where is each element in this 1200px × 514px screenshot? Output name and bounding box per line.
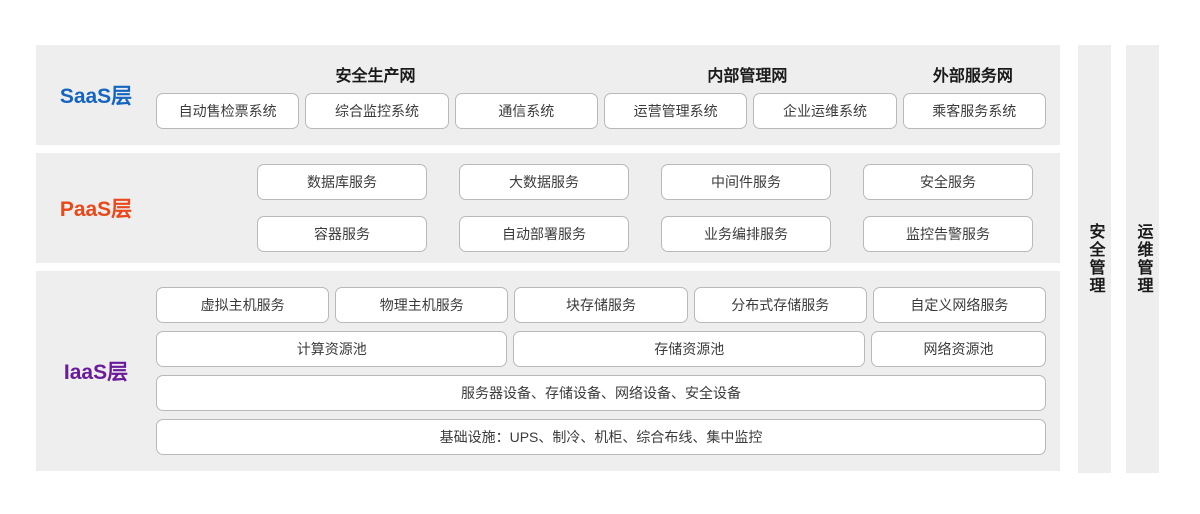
iaas-layer: IaaS层 虚拟主机服务 物理主机服务 块存储服务 分布式存储服务 自定义网络服… <box>36 271 1060 471</box>
side-panel-operations-management-label: 运维管理 <box>1134 223 1152 295</box>
network-header-internal: 内部管理网 <box>707 67 788 85</box>
paas-service-box[interactable]: 安全服务 <box>863 164 1033 200</box>
paas-service-box[interactable]: 中间件服务 <box>661 164 831 200</box>
layer-stack: SaaS层 安全生产网 内部管理网 外部服务网 自动售检票系统 综合监控系统 通… <box>36 45 1060 471</box>
resource-pool-network[interactable]: 网络资源池 <box>870 331 1046 367</box>
saas-layer-body: 安全生产网 内部管理网 外部服务网 自动售检票系统 综合监控系统 通信系统 运营… <box>156 62 1060 129</box>
paas-service-box[interactable]: 数据库服务 <box>257 164 427 200</box>
iaas-service-box[interactable]: 物理主机服务 <box>335 287 509 323</box>
network-header-production: 安全生产网 <box>335 67 416 85</box>
saas-system-box[interactable]: 运营管理系统 <box>603 92 748 129</box>
side-panel-security-management-label: 安全管理 <box>1086 223 1104 295</box>
iaas-resource-pool-row: 计算资源池 存储资源池 网络资源池 <box>156 331 1046 367</box>
iaas-service-row: 虚拟主机服务 物理主机服务 块存储服务 分布式存储服务 自定义网络服务 <box>156 287 1047 323</box>
saas-system-row: 自动售检票系统 综合监控系统 通信系统 运营管理系统 企业运维系统 乘客服务系统 <box>156 92 1046 129</box>
saas-network-headers: 安全生产网 内部管理网 外部服务网 <box>156 62 1046 86</box>
side-panel-operations-management[interactable]: 运维管理 <box>1126 45 1159 473</box>
saas-system-box[interactable]: 自动售检票系统 <box>156 92 300 129</box>
paas-layer-label: PaaS层 <box>59 198 133 221</box>
paas-layer: PaaS层 数据库服务 大数据服务 中间件服务 安全服务 容器服务 自动部署服务… <box>36 153 1060 263</box>
saas-layer-label: SaaS层 <box>59 85 133 108</box>
saas-system-box[interactable]: 乘客服务系统 <box>902 92 1046 129</box>
iaas-service-box[interactable]: 自定义网络服务 <box>872 287 1047 323</box>
paas-service-row-2: 容器服务 自动部署服务 业务编排服务 监控告警服务 <box>244 216 1046 252</box>
paas-layer-body: 数据库服务 大数据服务 中间件服务 安全服务 容器服务 自动部署服务 业务编排服… <box>156 164 1060 252</box>
iaas-infrastructure-row: 基础设施：UPS、制冷、机柜、综合布线、集中监控 <box>156 419 1046 455</box>
paas-service-box[interactable]: 业务编排服务 <box>661 216 831 252</box>
saas-layer: SaaS层 安全生产网 内部管理网 外部服务网 自动售检票系统 综合监控系统 通… <box>36 45 1060 145</box>
infrastructure-bar[interactable]: 基础设施：UPS、制冷、机柜、综合布线、集中监控 <box>156 419 1046 455</box>
paas-service-box[interactable]: 自动部署服务 <box>459 216 629 252</box>
iaas-service-box[interactable]: 分布式存储服务 <box>693 287 867 323</box>
iaas-service-box[interactable]: 块存储服务 <box>514 287 688 323</box>
network-header-external: 外部服务网 <box>932 67 1013 85</box>
saas-system-box[interactable]: 通信系统 <box>454 92 598 129</box>
device-bar[interactable]: 服务器设备、存储设备、网络设备、安全设备 <box>156 375 1046 411</box>
side-panel-security-management[interactable]: 安全管理 <box>1078 45 1111 473</box>
resource-pool-compute[interactable]: 计算资源池 <box>156 331 508 367</box>
iaas-device-row: 服务器设备、存储设备、网络设备、安全设备 <box>156 375 1046 411</box>
paas-service-box[interactable]: 大数据服务 <box>459 164 629 200</box>
iaas-service-box[interactable]: 虚拟主机服务 <box>156 287 330 323</box>
iaas-layer-label: IaaS层 <box>63 361 129 384</box>
paas-service-grid: 数据库服务 大数据服务 中间件服务 安全服务 容器服务 自动部署服务 业务编排服… <box>156 164 1046 252</box>
saas-system-box[interactable]: 企业运维系统 <box>753 92 897 129</box>
paas-service-row-1: 数据库服务 大数据服务 中间件服务 安全服务 <box>244 164 1046 200</box>
paas-service-box[interactable]: 监控告警服务 <box>863 216 1033 252</box>
paas-service-box[interactable]: 容器服务 <box>257 216 427 252</box>
saas-system-box[interactable]: 综合监控系统 <box>305 92 449 129</box>
iaas-layer-body: 虚拟主机服务 物理主机服务 块存储服务 分布式存储服务 自定义网络服务 计算资源… <box>156 287 1060 455</box>
resource-pool-storage[interactable]: 存储资源池 <box>513 331 865 367</box>
